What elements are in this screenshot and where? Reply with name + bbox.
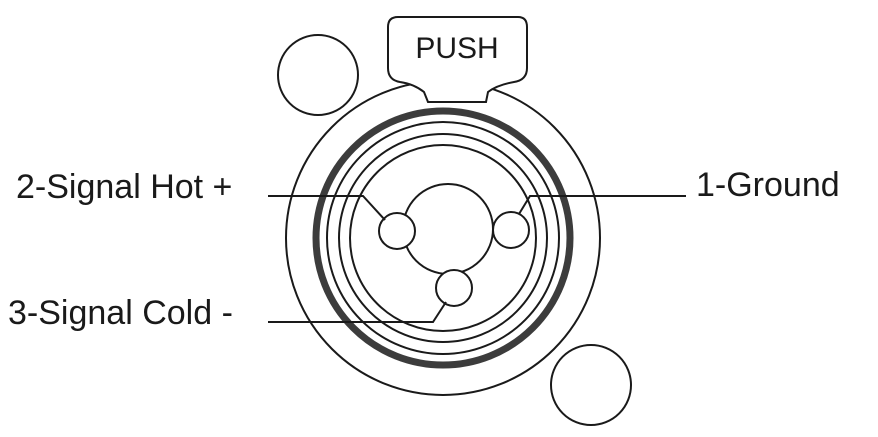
- pin-3-leader-line: [268, 301, 447, 323]
- pin-2-leader-line: [268, 195, 386, 221]
- pin-1-contact: [492, 211, 530, 249]
- pin-1-leader-line: [518, 195, 686, 215]
- mounting-hole-top-left: [277, 34, 359, 116]
- connector-thick-ring: [312, 107, 574, 369]
- push-latch-label: PUSH: [415, 32, 498, 65]
- center-contact: [402, 183, 494, 275]
- pin-1-label: 1-Ground: [696, 166, 840, 204]
- mounting-hole-bottom-right: [550, 344, 632, 426]
- pin-2-contact: [378, 212, 416, 250]
- connector-inner-ring-2: [338, 133, 548, 343]
- pin-3-contact: [435, 269, 473, 307]
- connector-inner-ring-3: [349, 144, 537, 332]
- push-latch-tab[interactable]: [387, 16, 528, 103]
- pin-3-label: 3-Signal Cold -: [8, 294, 233, 332]
- pin-2-label: 2-Signal Hot +: [16, 168, 232, 206]
- connector-inner-ring-1: [326, 121, 560, 355]
